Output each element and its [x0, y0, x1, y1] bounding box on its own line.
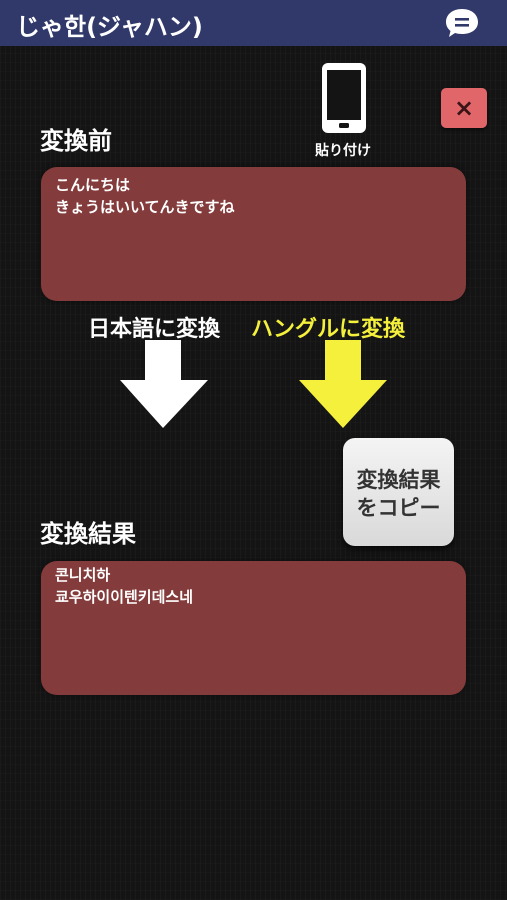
to-japanese-label: 日本語に変換	[88, 317, 221, 342]
to-hangul-arrow-button[interactable]	[297, 338, 389, 430]
output-line-2: 쿄우하이이텐키데스네	[55, 588, 194, 606]
app-bar: じゃ한(ジャハン)	[0, 0, 507, 46]
input-line-1: こんにちは	[55, 176, 131, 194]
input-line-2: きょうはいいてんきですね	[55, 198, 235, 216]
chat-bubble-icon[interactable]	[443, 6, 481, 40]
output-section-label: 変換結果	[40, 520, 136, 548]
close-button[interactable]: ×	[441, 88, 487, 128]
output-textarea[interactable]: 콘니치하 쿄우하이이텐키데스네	[41, 561, 466, 695]
copy-label-line-2: をコピー	[356, 496, 441, 520]
input-section-label: 変換前	[40, 127, 112, 155]
paste-button[interactable]: 貼り付け	[305, 60, 381, 162]
input-textarea[interactable]: こんにちは きょうはいいてんきですね	[41, 167, 466, 301]
to-hangul-label: ハングルに変換	[251, 317, 406, 342]
copy-result-button[interactable]: 変換結果 をコピー	[343, 438, 454, 546]
to-japanese-arrow-button[interactable]	[118, 338, 210, 430]
smartphone-icon	[322, 63, 366, 133]
paste-label: 貼り付け	[315, 143, 371, 159]
close-icon: ×	[453, 94, 475, 122]
copy-label-line-1: 変換結果	[356, 468, 441, 492]
output-line-1: 콘니치하	[55, 566, 111, 584]
app-title: じゃ한(ジャハン)	[16, 13, 203, 41]
